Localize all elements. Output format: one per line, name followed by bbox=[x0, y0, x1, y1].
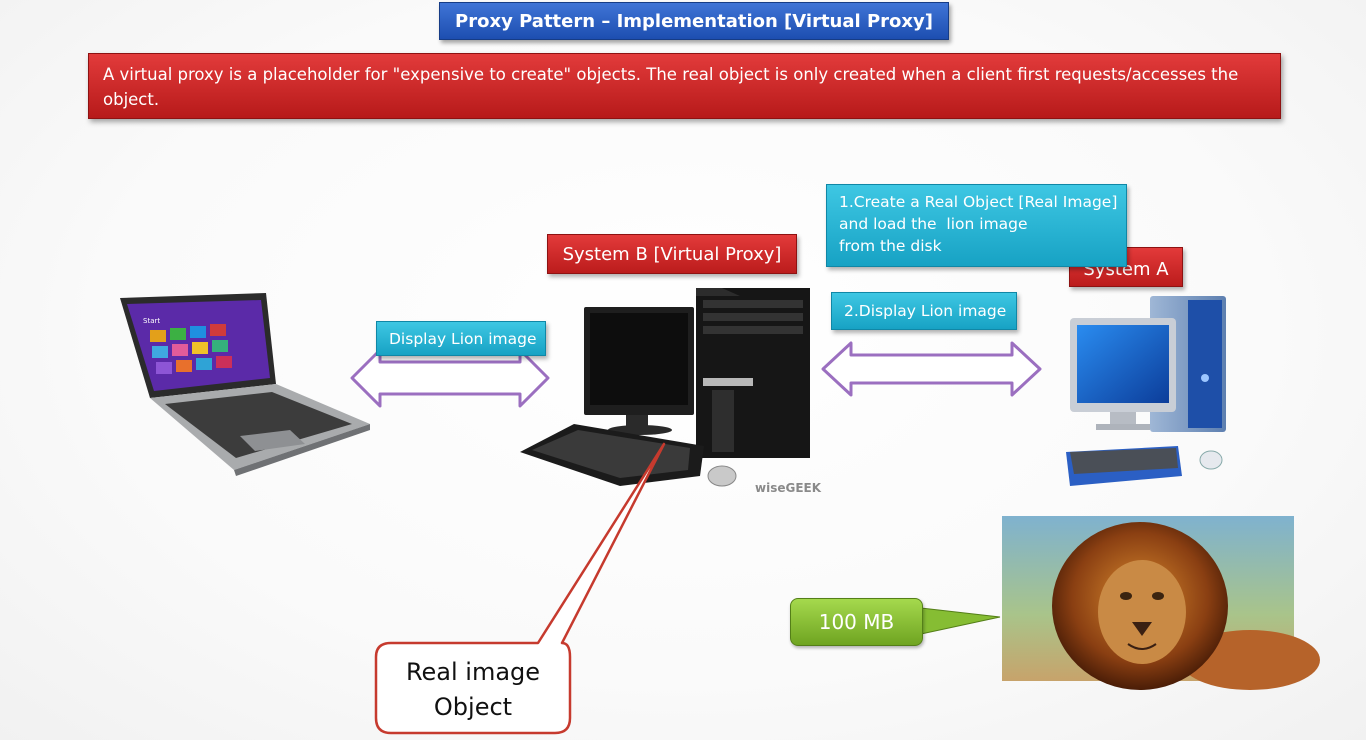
real-image-callout bbox=[374, 442, 666, 735]
size-badge: 100 MB bbox=[790, 598, 923, 646]
system-a-computer-icon bbox=[1066, 296, 1226, 486]
callout-text: Real image Object bbox=[378, 650, 568, 730]
double-arrow-left bbox=[350, 348, 550, 408]
step1-line3: from the disk bbox=[839, 237, 942, 255]
step1-line1: 1.Create a Real Object [Real Image] bbox=[839, 193, 1118, 211]
page-title: Proxy Pattern – Implementation [Virtual … bbox=[439, 2, 949, 40]
size-callout-tail bbox=[920, 607, 1001, 635]
step2-box: 2.Display Lion image bbox=[831, 292, 1017, 330]
lion-image bbox=[1002, 516, 1320, 690]
double-arrow-right bbox=[821, 341, 1042, 397]
laptop-icon: Start bbox=[120, 293, 370, 476]
display-lion-box: Display Lion image bbox=[376, 321, 546, 356]
system-b-label: System B [Virtual Proxy] bbox=[547, 234, 797, 274]
callout-line1: Real image bbox=[405, 658, 541, 686]
step1-box: 1.Create a Real Object [Real Image] and … bbox=[826, 184, 1127, 267]
step1-line2: and load the lion image bbox=[839, 215, 1028, 233]
callout-line2: Object bbox=[433, 693, 513, 721]
laptop-start-text: Start bbox=[143, 317, 160, 325]
description-banner: A virtual proxy is a placeholder for "ex… bbox=[88, 53, 1281, 119]
desktop-computer-icon bbox=[520, 288, 810, 487]
watermark: wiseGEEK bbox=[755, 481, 822, 495]
